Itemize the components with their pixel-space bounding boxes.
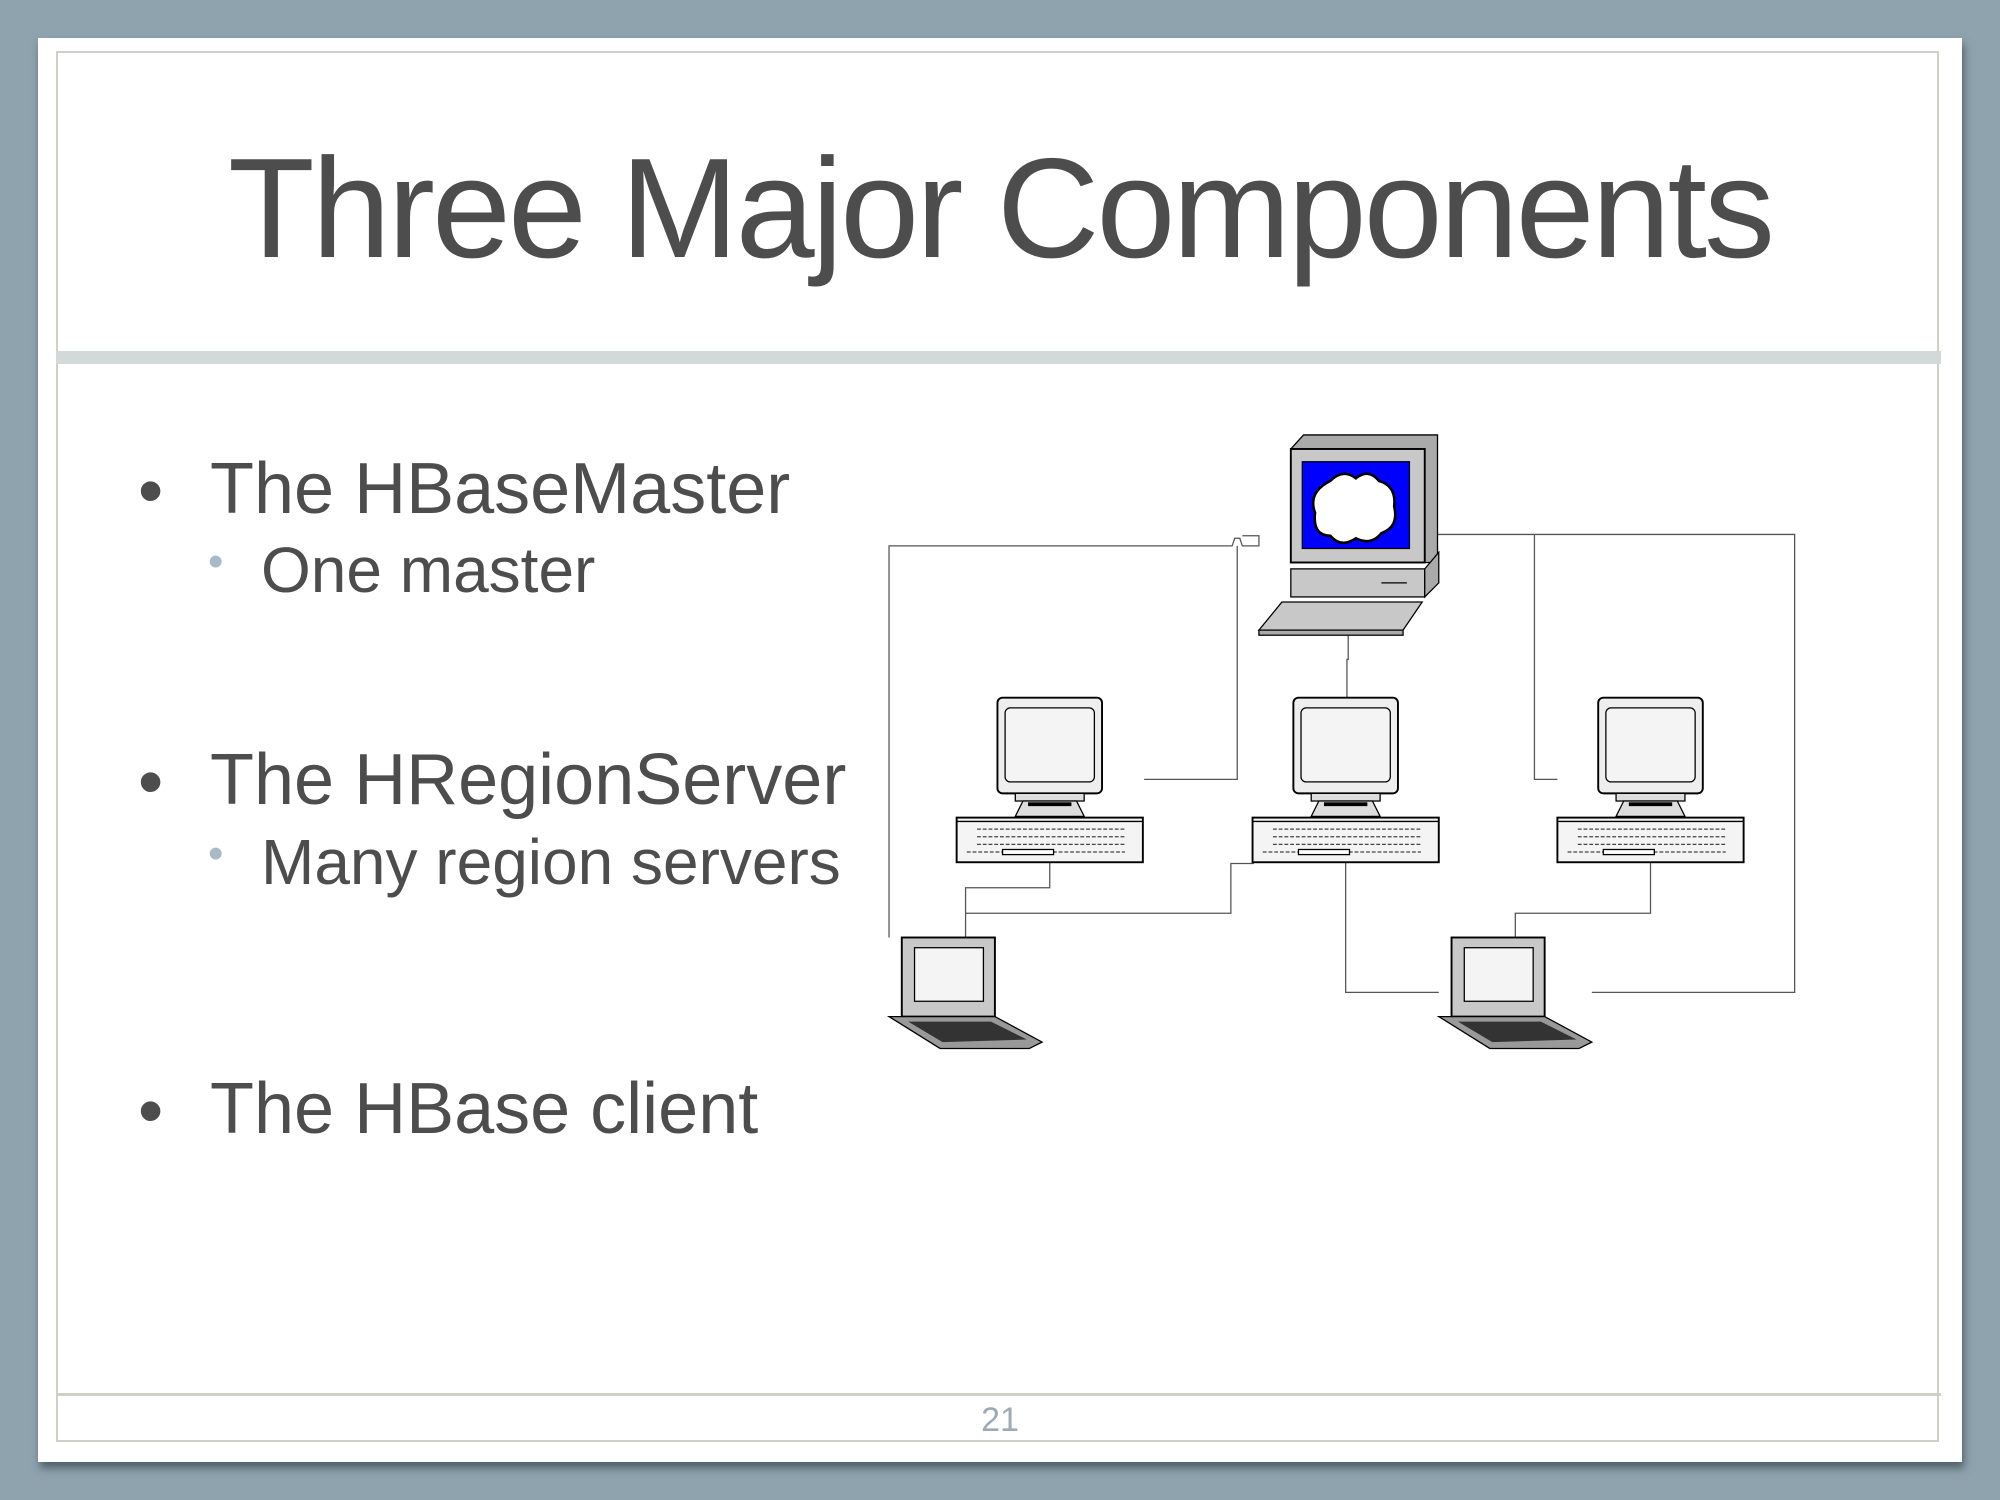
master-server-icon bbox=[1257, 434, 1440, 636]
region-server-icon bbox=[955, 696, 1144, 864]
bullet-dot: • bbox=[138, 1071, 164, 1151]
client-laptop-icon bbox=[1437, 936, 1593, 1050]
slide-title: Three Major Components bbox=[227, 129, 1775, 288]
bullet-text: The HBase client bbox=[210, 1069, 759, 1149]
footer-divider bbox=[56, 1393, 1941, 1396]
bullet-dot: • bbox=[138, 742, 164, 822]
region-server-icon bbox=[1556, 696, 1745, 864]
page-number: 21 bbox=[981, 1401, 1019, 1439]
sub-bullet-text: Many region servers bbox=[261, 826, 841, 898]
title-divider bbox=[56, 351, 1941, 364]
bullet-text: The HRegionServer bbox=[210, 740, 847, 820]
bullet-text: The HBaseMaster bbox=[210, 449, 791, 529]
region-server-icon bbox=[1251, 696, 1440, 864]
sub-bullet-dot: • bbox=[208, 537, 224, 586]
client-laptop-icon bbox=[888, 936, 1044, 1050]
slide-frame bbox=[56, 51, 1939, 1442]
sub-bullet-dot: • bbox=[208, 829, 224, 878]
bullet-dot: • bbox=[138, 451, 164, 531]
sub-bullet-text: One master bbox=[261, 534, 596, 606]
network-cables bbox=[888, 533, 1796, 993]
